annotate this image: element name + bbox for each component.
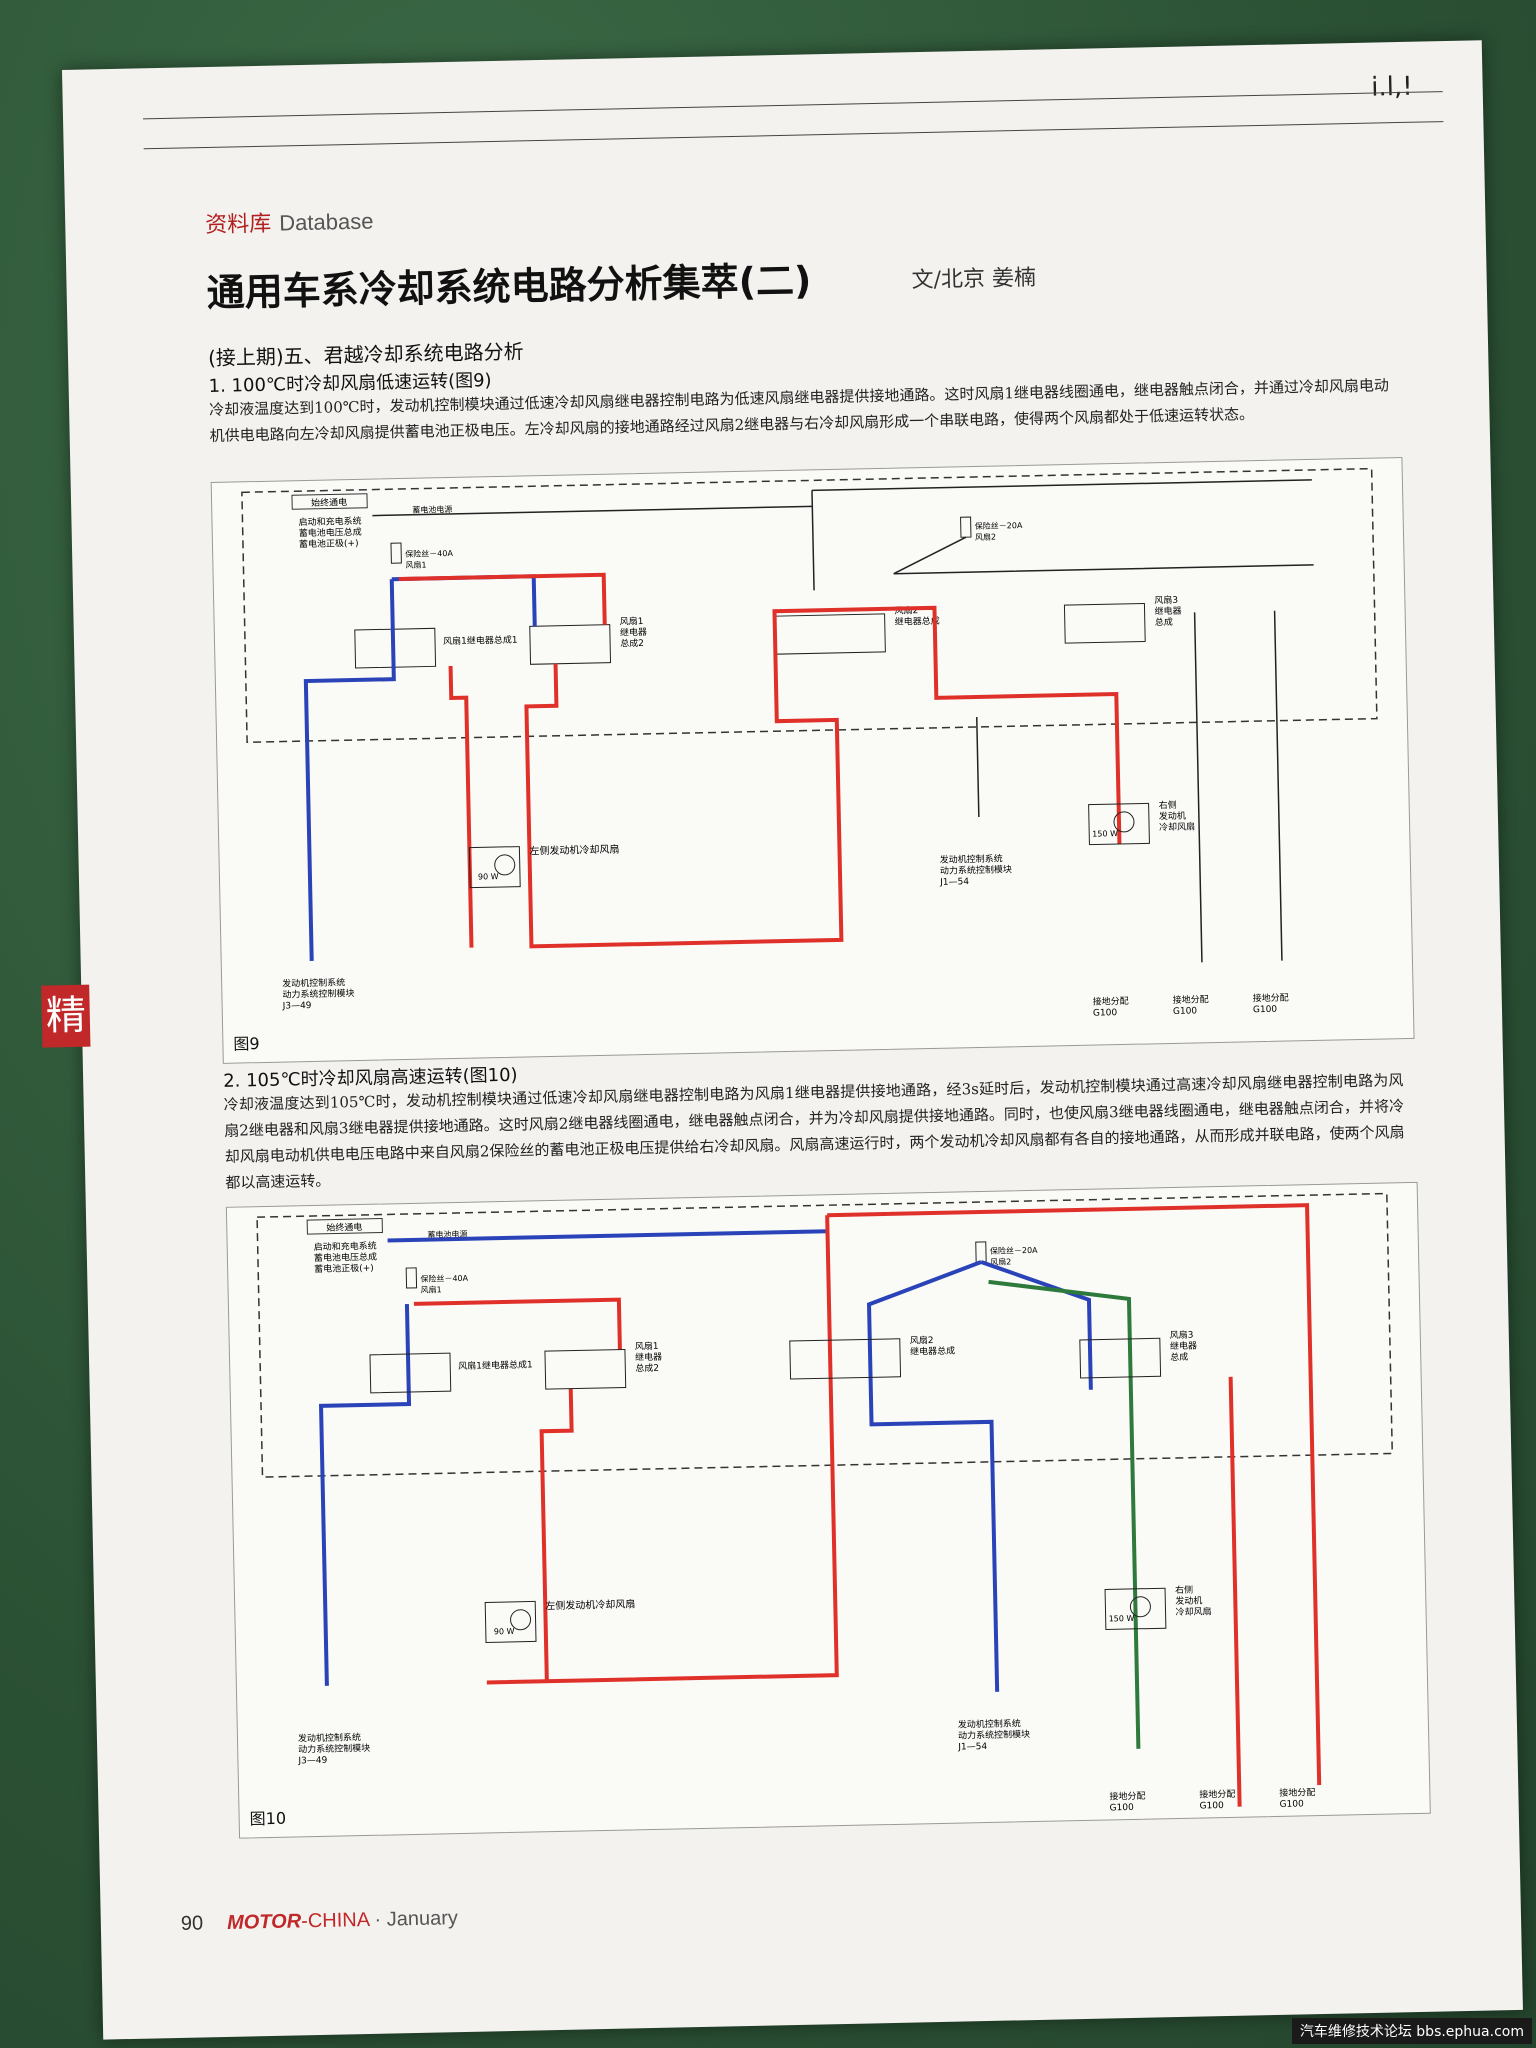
fig9-ground2-label: 接地分配G100: [1173, 993, 1209, 1017]
article-title: 通用车系冷却系统电路分析集萃(二): [206, 258, 812, 316]
fig10-relay3-label: 风扇3继电器总成: [1170, 1329, 1198, 1364]
fig9-relay3-label: 风扇3继电器总成: [1154, 594, 1182, 629]
section-tag-cn: 资料库: [205, 211, 272, 239]
fig10-left-fan-label: 左侧发动机冷却风扇: [545, 1597, 635, 1612]
header-rule-bottom: [143, 121, 1444, 150]
fig9-busbar-label: 蓄电池电源: [412, 504, 452, 515]
fig10-ecm2-label: 发动机控制系统动力系统控制模块J1—54: [957, 1717, 1031, 1753]
fig9-relay1b-label: 风扇1继电器总成2: [620, 615, 648, 650]
fig9-ground3-label: 接地分配G100: [1253, 992, 1289, 1016]
fig10-ecm1-label: 发动机控制系统动力系统控制模块J3—49: [297, 1731, 371, 1767]
fig10-fuse2-label: 保险丝－20A风扇2: [990, 1245, 1039, 1267]
fig9-battery-label: 启动和充电系统蓄电池电压总成蓄电池正极(+): [298, 515, 362, 550]
fig10-relay2-label: 风扇2继电器总成: [910, 1334, 955, 1358]
fig9-ecm1-label: 发动机控制系统动力系统控制模块J3—49: [281, 976, 355, 1012]
fig9-right-fan-label: 右侧发动机冷却风扇: [1159, 798, 1196, 833]
fig10-hot-label: 始终通电: [326, 1221, 362, 1234]
fig9-90w: 90 W: [478, 872, 499, 881]
fig10-90w: 90 W: [494, 1627, 515, 1636]
fig10-ground1-label: 接地分配G100: [1109, 1790, 1145, 1814]
page-number: 90: [180, 1912, 204, 1935]
fig9-150w: 150 W: [1092, 829, 1118, 839]
figure-9-caption: 图9: [233, 1034, 260, 1054]
page-footer: 90 MOTOR-CHINA · January: [181, 1907, 458, 1936]
fig10-relay1-label: 风扇1继电器总成1: [458, 1358, 533, 1372]
fig10-ground3-label: 接地分配G100: [1279, 1786, 1315, 1810]
fig10-ground2-label: 接地分配G100: [1199, 1788, 1235, 1812]
header-rule-top: [143, 91, 1443, 120]
figure-9: 始终通电 启动和充电系统蓄电池电压总成蓄电池正极(+) 蓄电池电源 保险丝－40…: [210, 457, 1415, 1064]
forum-watermark: 汽车维修技术论坛 bbs.ephua.com: [1291, 2018, 1532, 2044]
fig9-fuse1-label: 保险丝－40A风扇1: [405, 548, 454, 570]
fig9-ground1-label: 接地分配G100: [1093, 995, 1129, 1019]
figure-10-diagram: 始终通电 启动和充电系统蓄电池电压总成蓄电池正极(+) 蓄电池电源 保险丝－40…: [256, 1192, 1394, 1814]
fig9-left-fan-label: 左侧发动机冷却风扇: [529, 842, 619, 857]
figure-9-diagram: 始终通电 启动和充电系统蓄电池电压总成蓄电池正极(+) 蓄电池电源 保险丝－40…: [241, 467, 1378, 1019]
section-tag-en: Database: [279, 208, 374, 236]
fig10-150w: 150 W: [1109, 1614, 1135, 1624]
figure-10-caption: 图10: [249, 1808, 287, 1829]
fig10-busbar-label: 蓄电池电源: [427, 1229, 467, 1240]
brand-logo-suffix: -CHINA: [300, 1908, 370, 1933]
fig10-right-fan-label: 右侧发动机冷却风扇: [1175, 1583, 1212, 1618]
fig9-relay1-label: 风扇1继电器总成1: [443, 634, 518, 648]
issue-month: · January: [374, 1907, 459, 1931]
fig9-hot-label: 始终通电: [311, 496, 347, 509]
brand-logo: MOTOR: [226, 1910, 302, 1934]
fig10-battery-label: 启动和充电系统蓄电池电压总成蓄电池正极(+): [314, 1240, 378, 1275]
fig9-fuse2-label: 保险丝－20A风扇2: [975, 520, 1024, 542]
article-byline: 文/北京 姜楠: [911, 265, 1037, 294]
fig10-relay1b-label: 风扇1继电器总成2: [635, 1340, 663, 1375]
fig10-fuse1-label: 保险丝－40A风扇1: [420, 1273, 469, 1295]
side-tab: 精: [41, 984, 91, 1048]
fig9-ecm2-label: 发动机控制系统动力系统控制模块J1—54: [939, 852, 1013, 888]
figure-10: 始终通电 启动和充电系统蓄电池电压总成蓄电池正极(+) 蓄电池电源 保险丝－40…: [225, 1181, 1431, 1839]
handwritten-mark: i.l,!: [1370, 71, 1413, 103]
